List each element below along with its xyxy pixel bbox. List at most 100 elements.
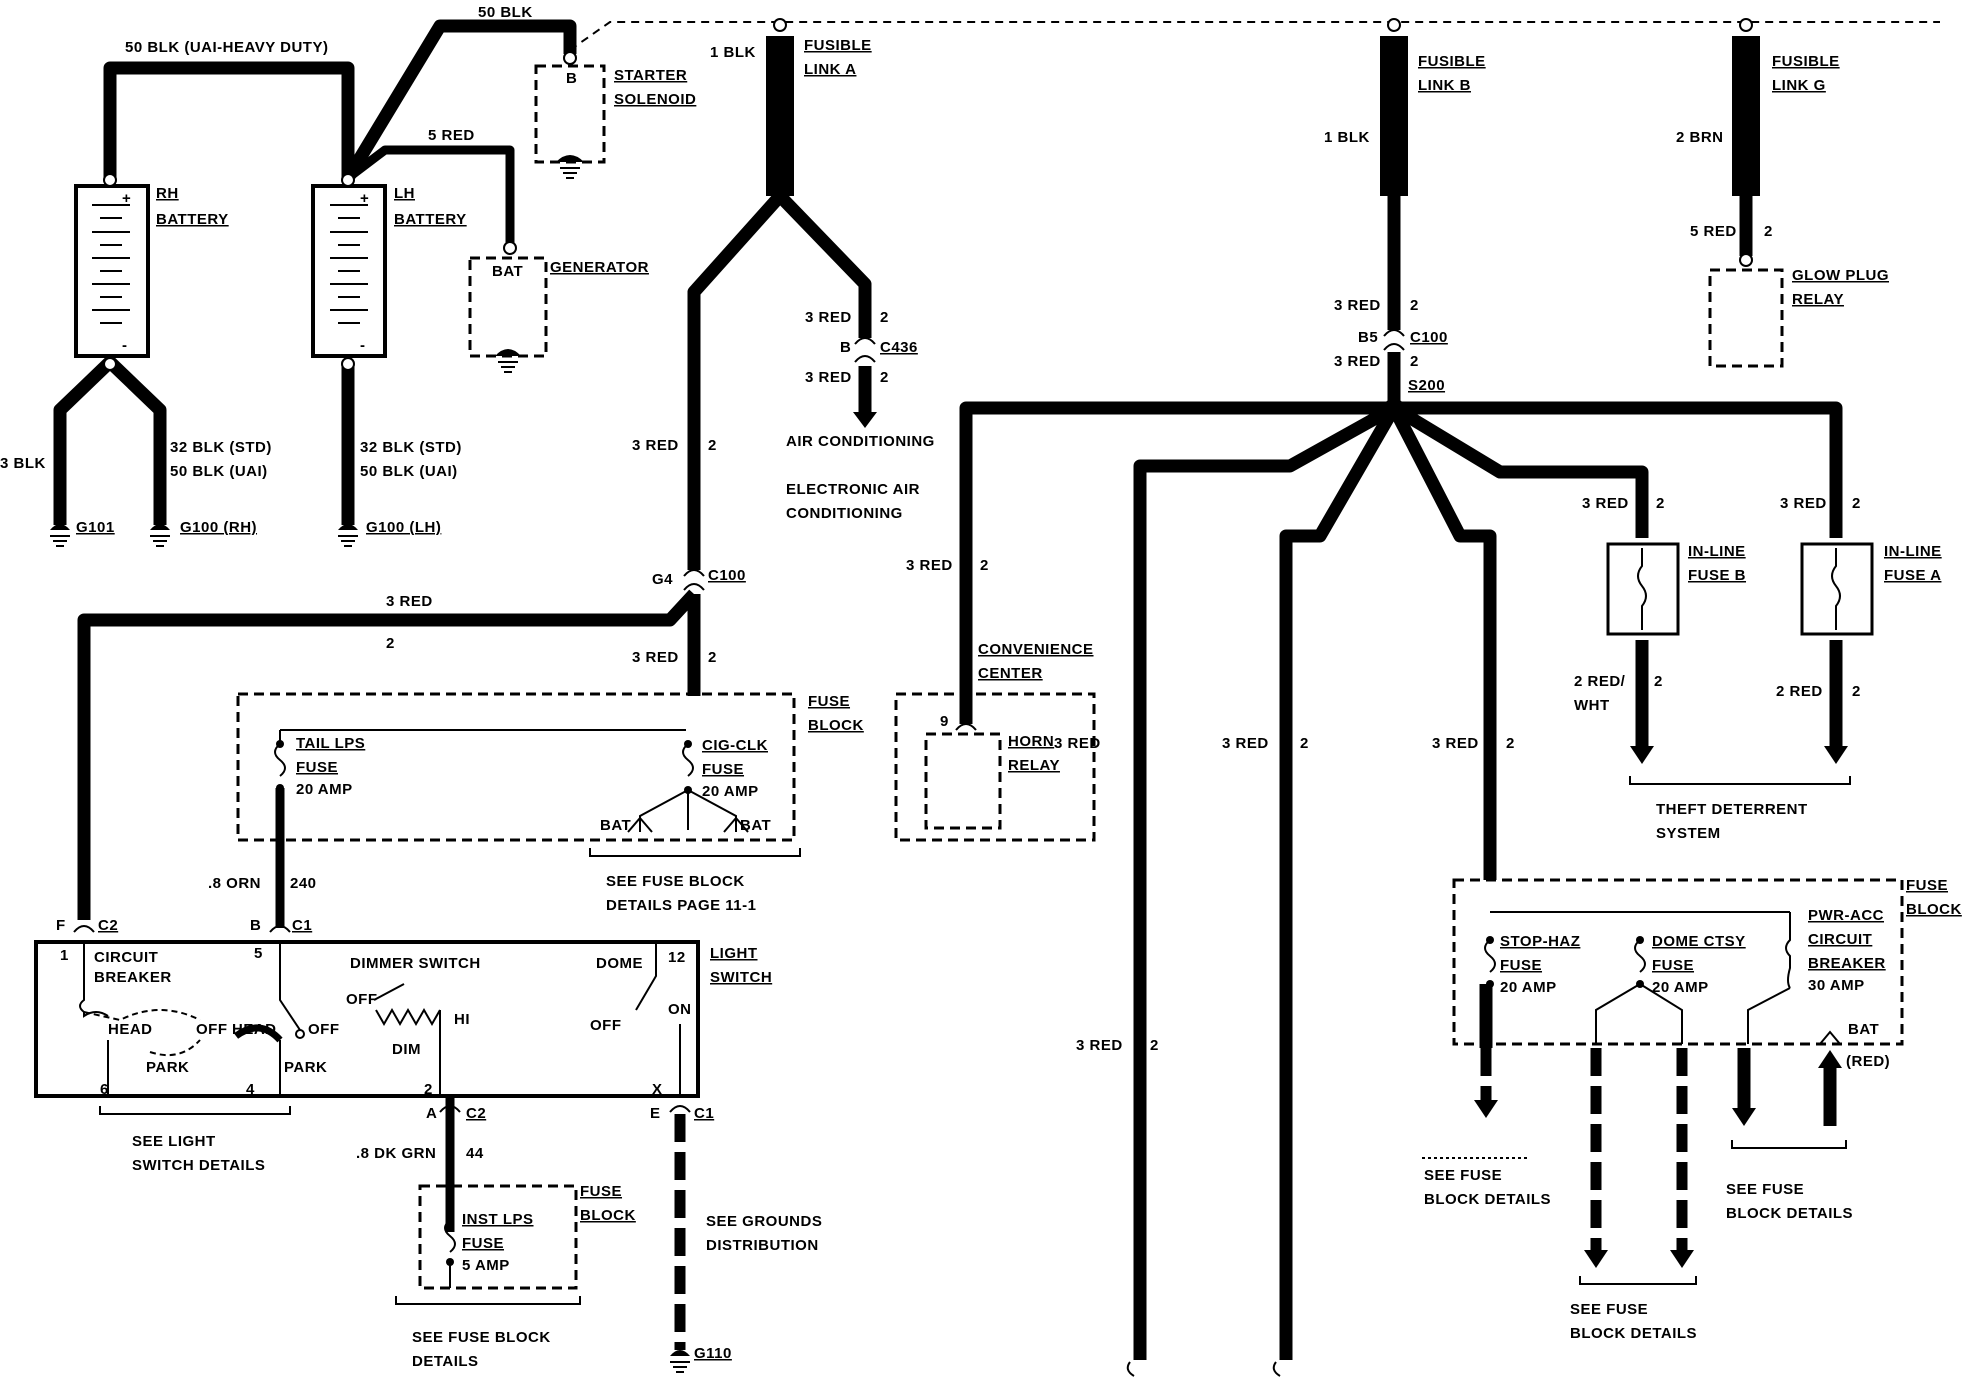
label-32blk-std-b: 32 BLK (STD) <box>360 439 462 456</box>
svg-text:2: 2 <box>1410 297 1419 314</box>
label-dimmer-switch: DIMMER SWITCH <box>350 955 481 972</box>
label-32blk-std-a: 32 BLK (STD) <box>170 439 272 456</box>
svg-text:2 BRN: 2 BRN <box>1676 129 1724 146</box>
svg-text:2: 2 <box>1852 495 1861 512</box>
svg-text:WHT: WHT <box>1574 697 1610 714</box>
tail-lps-fuse <box>274 743 286 777</box>
svg-text:20 AMP: 20 AMP <box>702 783 759 800</box>
svg-text:C1: C1 <box>694 1105 714 1122</box>
svg-text:LINK B: LINK B <box>1418 77 1471 94</box>
ground-g100-rh <box>150 524 170 547</box>
fuse-block-right: FUSE BLOCK STOP-HAZ FUSE 20 AMP DOME CTS… <box>1422 877 1961 1342</box>
svg-text:2: 2 <box>980 557 989 574</box>
cig-fuse-label-1: CIG-CLK <box>702 737 768 754</box>
label-g100-lh: G100 (LH) <box>366 519 441 536</box>
svg-text:2: 2 <box>1654 673 1663 690</box>
svg-text:STOP-HAZ: STOP-HAZ <box>1500 933 1580 950</box>
svg-text:3 RED: 3 RED <box>632 437 679 454</box>
svg-text:5: 5 <box>254 945 263 962</box>
svg-text:IN-LINE: IN-LINE <box>1884 543 1942 560</box>
svg-text:OFF: OFF <box>590 1017 622 1034</box>
wire-3red-long-1 <box>1133 402 1398 1360</box>
svg-text:FUSE A: FUSE A <box>1884 567 1941 584</box>
svg-text:FUSE: FUSE <box>1500 957 1542 974</box>
svg-text:CONVENIENCE: CONVENIENCE <box>978 641 1094 658</box>
svg-text:BLOCK DETAILS: BLOCK DETAILS <box>1570 1325 1697 1342</box>
svg-text:FUSIBLE: FUSIBLE <box>1418 53 1486 70</box>
svg-text:3 RED: 3 RED <box>632 649 679 666</box>
lh-battery-label-1: LH <box>394 185 415 202</box>
pwr-acc-breaker <box>1785 912 1791 989</box>
wire-3red-fuse-a <box>1394 401 1843 538</box>
svg-text:F: F <box>56 917 66 934</box>
svg-text:2: 2 <box>1656 495 1665 512</box>
convenience-center-box <box>894 692 1096 842</box>
svg-text:A: A <box>426 1105 437 1122</box>
svg-text:FUSE B: FUSE B <box>1688 567 1746 584</box>
svg-text:2: 2 <box>1410 353 1419 370</box>
svg-text:BREAKER: BREAKER <box>94 969 172 986</box>
svg-text:SEE GROUNDS: SEE GROUNDS <box>706 1213 822 1230</box>
svg-text:LIGHT: LIGHT <box>710 945 758 962</box>
label-3blk: 3 BLK <box>0 455 46 472</box>
starter-label-1: STARTER <box>614 67 687 84</box>
svg-text:2: 2 <box>880 369 889 386</box>
svg-text:BREAKER: BREAKER <box>1808 955 1886 972</box>
fusible-link-b-section: FUSIBLE LINK B 1 BLK 3 RED 2 B5 C100 3 R… <box>959 18 1843 1377</box>
svg-text:HI: HI <box>454 1011 470 1028</box>
horn-relay <box>924 732 1002 830</box>
wire-3blk <box>53 357 115 525</box>
generator-bat-label: BAT <box>492 263 523 280</box>
svg-text:OFF: OFF <box>308 1021 340 1038</box>
svg-text:FUSE: FUSE <box>1906 877 1948 894</box>
wire-32blk-rh <box>105 357 167 525</box>
fuse-block-left-outline <box>236 692 796 842</box>
starter-b-label: B <box>566 70 577 87</box>
svg-text:CIRCUIT: CIRCUIT <box>94 949 158 966</box>
svg-text:G110: G110 <box>694 1345 732 1362</box>
svg-text:BLOCK DETAILS: BLOCK DETAILS <box>1726 1205 1853 1222</box>
fusible-link-a-label-1: FUSIBLE <box>804 37 872 54</box>
svg-text:44: 44 <box>466 1145 484 1162</box>
generator-label: GENERATOR <box>550 259 649 276</box>
svg-text:C2: C2 <box>98 917 118 934</box>
svg-text:PWR-ACC: PWR-ACC <box>1808 907 1884 924</box>
svg-text:6: 6 <box>100 1081 109 1098</box>
svg-text:X: X <box>652 1081 663 1098</box>
inst-lps-section: A C2 .8 DK GRN 44 INST LPS FUSE 5 AMP FU… <box>356 1098 822 1373</box>
svg-text:HEAD: HEAD <box>232 1021 277 1038</box>
svg-text:5 AMP: 5 AMP <box>462 1257 510 1274</box>
svg-text:FUSE: FUSE <box>580 1183 622 1200</box>
wire-3red-long-2 <box>1279 404 1400 1360</box>
svg-text:+: + <box>360 190 369 207</box>
rh-battery-label-2: BATTERY <box>156 211 229 228</box>
label-50blk-uai-b: 50 BLK (UAI) <box>360 463 458 480</box>
svg-text:(RED): (RED) <box>1846 1053 1890 1070</box>
dashed-feed-line <box>569 21 1940 51</box>
svg-text:3 RED: 3 RED <box>906 557 953 574</box>
label-see-fuse-1: SEE FUSE <box>1424 1167 1502 1184</box>
ground-g101 <box>50 524 70 547</box>
wire-50blk-uai <box>103 61 355 178</box>
svg-text:.8 ORN: .8 ORN <box>208 875 261 892</box>
connector-c100-left: C100 <box>708 567 746 584</box>
svg-text:PARK: PARK <box>146 1059 189 1076</box>
svg-text:5 RED: 5 RED <box>1690 223 1737 240</box>
svg-text:BAT: BAT <box>1848 1021 1879 1038</box>
svg-text:CENTER: CENTER <box>978 665 1043 682</box>
wire-3red-horn <box>959 401 1394 724</box>
svg-text:FUSE: FUSE <box>808 693 850 710</box>
light-switch: F C2 B C1 LIGHT SWITCH 1 CIRCUIT BREAKER… <box>34 917 772 1174</box>
label-5red: 5 RED <box>428 127 475 144</box>
svg-text:4: 4 <box>246 1081 255 1098</box>
svg-text:DETAILS PAGE 11-1: DETAILS PAGE 11-1 <box>606 897 756 914</box>
ground-g110 <box>670 1350 690 1373</box>
label-electronic-air-1: ELECTRONIC AIR <box>786 481 920 498</box>
svg-text:S200: S200 <box>1408 377 1445 394</box>
svg-text:3 RED: 3 RED <box>1054 735 1101 752</box>
svg-text:E: E <box>650 1105 661 1122</box>
svg-text:3 RED: 3 RED <box>1334 353 1381 370</box>
svg-text:FUSIBLE: FUSIBLE <box>1772 53 1840 70</box>
label-see-fuse-3: SEE FUSE <box>1726 1181 1804 1198</box>
